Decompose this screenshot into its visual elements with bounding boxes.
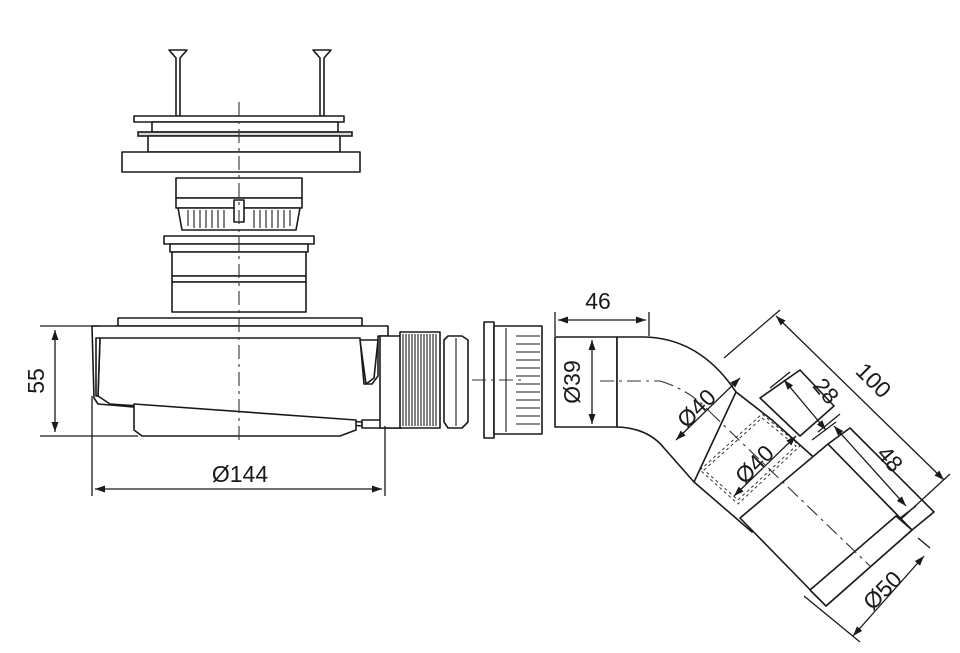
length-46-dimension: 46 [554,288,650,336]
length-46-label: 46 [585,288,611,314]
threaded-outlet [379,331,441,429]
width-dimension: Ø144 [91,396,386,496]
height-dimension: 55 [23,325,138,437]
flange-plate [121,151,361,173]
pipe-inlet [554,336,618,428]
diameter-144-label: Ø144 [212,461,268,487]
diameter-39-label: Ø39 [559,360,585,403]
diameter-50-label: Ø50 [858,566,907,615]
grate-assembly [121,49,361,173]
diameter-39-dimension: Ø39 [559,340,596,424]
right-screw [312,49,332,117]
seal-ring [443,335,469,429]
trap-body [91,317,401,437]
left-screw [168,49,188,117]
height-55-label: 55 [23,368,49,394]
